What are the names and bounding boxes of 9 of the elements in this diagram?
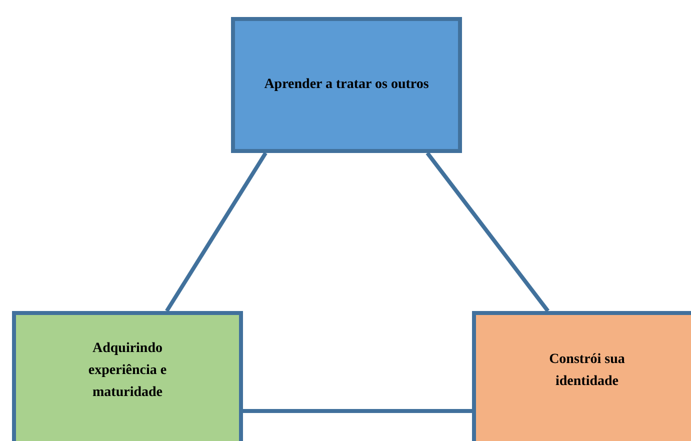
box-label: Adquirindo experiência e maturidade	[87, 340, 168, 402]
box-label: Aprender a tratar os outros	[264, 76, 429, 94]
box-label: Constrói sua identidade	[548, 351, 626, 391]
connector-line	[426, 152, 550, 312]
connector-line	[165, 152, 268, 312]
connector-line	[243, 409, 472, 413]
text-box	[231, 17, 462, 153]
text-box	[12, 311, 243, 441]
text-box	[472, 311, 691, 441]
